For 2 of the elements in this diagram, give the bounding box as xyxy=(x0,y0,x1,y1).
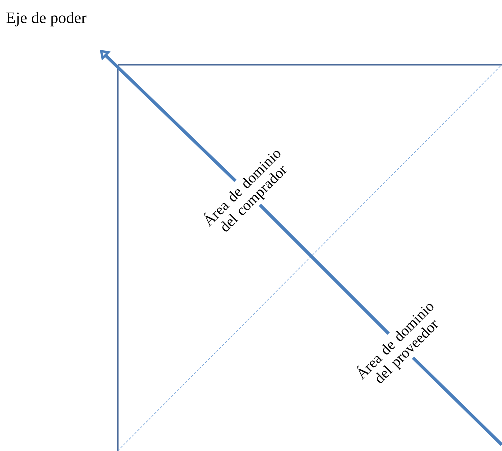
axis-title: Eje de poder xyxy=(6,12,87,27)
arrow xyxy=(100,50,237,182)
